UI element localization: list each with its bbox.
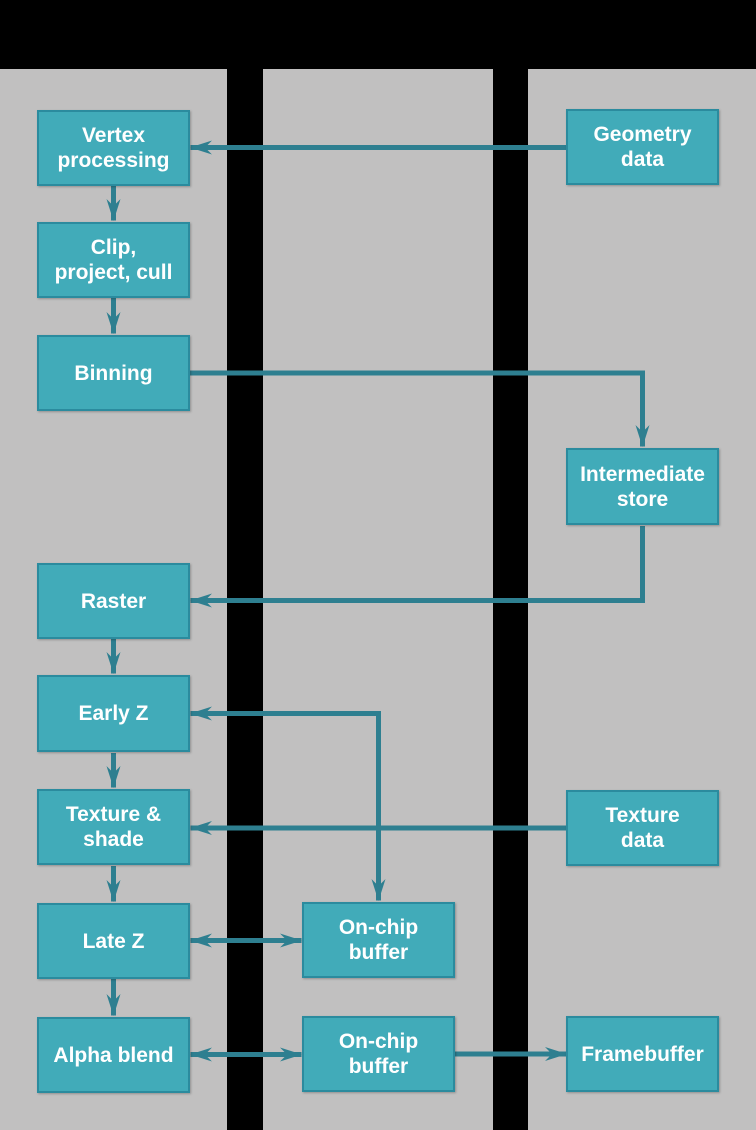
- node-texture-data: Texture data: [566, 790, 719, 866]
- node-label: On-chip buffer: [338, 1030, 419, 1078]
- node-label: Early Z: [78, 702, 149, 725]
- node-label: Raster: [80, 589, 147, 613]
- node-texture-shade: Texture & shade: [37, 789, 190, 865]
- node-label: Binning: [74, 361, 153, 385]
- node-label: On-chip buffer: [338, 916, 419, 964]
- node-geometry-data: Geometry data: [566, 109, 719, 185]
- node-vertex-processing: Vertex processing: [37, 110, 190, 186]
- node-label: Framebuffer: [581, 1042, 704, 1066]
- node-on-chip-buffer-1: On-chip buffer: [302, 902, 455, 978]
- node-alpha-blend: Alpha blend: [37, 1017, 190, 1093]
- node-clip-project-cull: Clip, project, cull: [37, 222, 190, 298]
- node-early-z: Early Z: [37, 675, 190, 752]
- node-late-z: Late Z: [37, 903, 190, 979]
- node-label: Texture & shade: [65, 803, 162, 851]
- node-label: Vertex processing: [57, 124, 170, 172]
- top-black-bar: [0, 0, 756, 69]
- edge-binning-to-intermediate-store: [190, 370, 650, 447]
- node-label: Texture data: [605, 804, 680, 852]
- node-framebuffer: Framebuffer: [566, 1016, 719, 1092]
- node-intermediate-store: Intermediate store: [566, 448, 719, 525]
- node-label: Alpha blend: [53, 1043, 174, 1067]
- node-raster: Raster: [37, 563, 190, 639]
- node-on-chip-buffer-2: On-chip buffer: [302, 1016, 455, 1092]
- node-label: Intermediate store: [580, 462, 705, 511]
- edge-early-z-on-chip-buffer-1-bidirectional: [190, 706, 386, 901]
- edge-intermediate-store-to-raster: [190, 526, 645, 608]
- node-label: Clip, project, cull: [54, 236, 173, 284]
- node-label: Late Z: [82, 929, 145, 953]
- node-label: Geometry data: [593, 123, 692, 171]
- node-binning: Binning: [37, 335, 190, 411]
